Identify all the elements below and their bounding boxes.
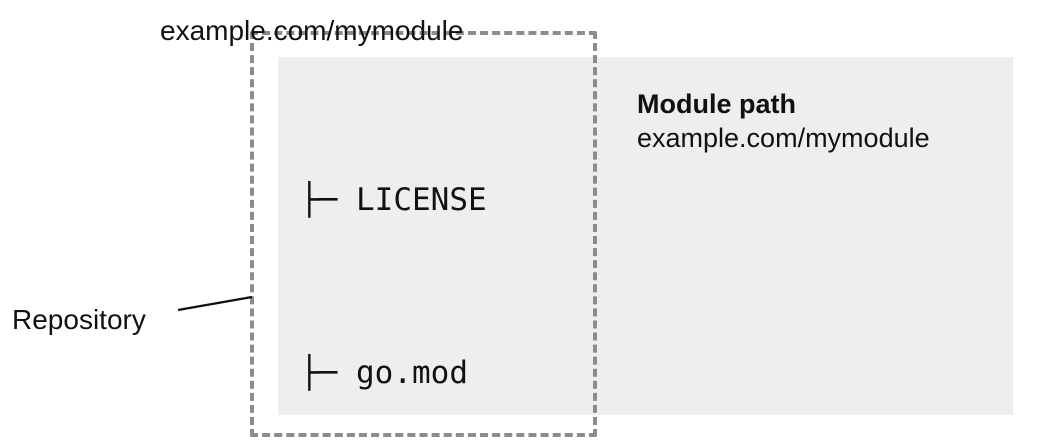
tree-item-label: go.mod — [356, 354, 468, 391]
file-tree: ├─ LICENSE ├─ go.mod ├─ go.sum └─ packag… — [300, 57, 568, 443]
module-path-callout-value: example.com/mymodule — [637, 123, 930, 153]
tree-branch-glyph: ├─ — [300, 182, 356, 218]
module-panel — [278, 57, 1013, 415]
module-path-callout-title: Module path — [637, 89, 796, 119]
repository-boundary-box — [250, 31, 597, 437]
tree-item-label: LICENSE — [356, 182, 487, 218]
module-path-label: example.com/mymodule — [160, 15, 464, 46]
tree-row: ├─ LICENSE — [300, 172, 568, 230]
repository-label: Repository — [12, 304, 146, 335]
module-path-callout: Module path example.com/mymodule — [637, 88, 1007, 155]
tree-branch-glyph: ├─ — [300, 354, 356, 391]
tree-row: ├─ go.mod — [300, 345, 568, 403]
